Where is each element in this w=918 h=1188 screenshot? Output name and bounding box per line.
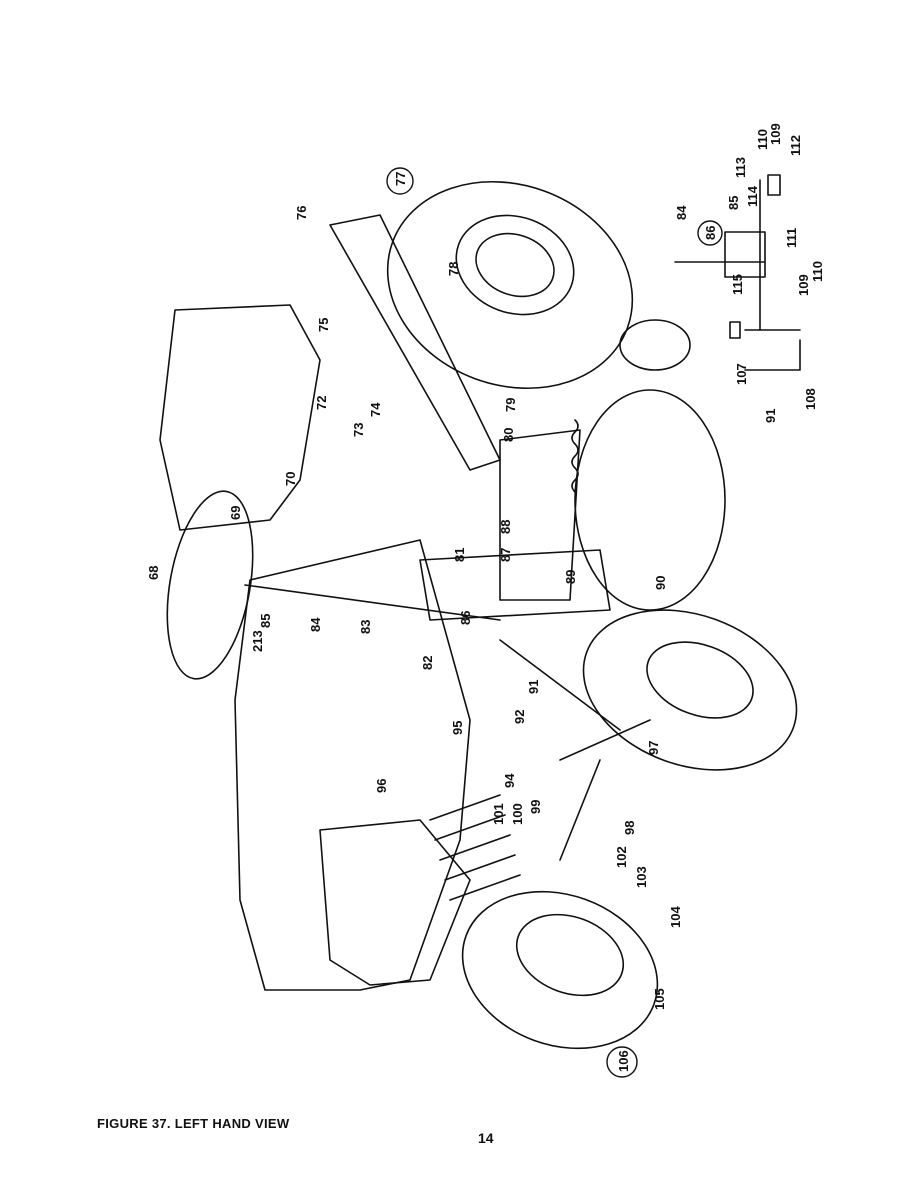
callout-96: 96: [374, 779, 389, 793]
callout-106: 106: [616, 1050, 631, 1072]
callout-84: 84: [308, 617, 323, 632]
circle-86: [697, 220, 723, 246]
exhaust-grille: [499, 429, 581, 601]
page-number: 14: [478, 1130, 494, 1146]
spring: [571, 419, 579, 493]
rear-wheel-upper: [386, 180, 634, 390]
callout-68: 68: [146, 566, 161, 580]
callout-105: 105: [652, 988, 667, 1010]
circle-77: [386, 167, 414, 195]
grille-slots: [429, 794, 521, 901]
inset-callout-84: 84: [674, 205, 689, 220]
tie-rod: [559, 759, 601, 861]
inset-callout-108: 108: [803, 388, 818, 410]
grille: [319, 819, 471, 986]
callout-94: 94: [502, 773, 517, 788]
inset-assembly: [674, 174, 801, 371]
inset-callout-114: 114: [745, 185, 760, 207]
drag-link: [499, 639, 621, 731]
callout-76: 76: [294, 206, 309, 220]
inset-callout-115: 115: [730, 274, 745, 295]
callout-101: 101: [491, 803, 506, 825]
callout-89: 89: [563, 570, 578, 584]
callout-99: 99: [528, 800, 543, 814]
callout-86: 86: [458, 611, 473, 625]
callout-75: 75: [316, 318, 331, 332]
inset-callout-labels: 84 85 86 91 107 108 109 110 111 112 113 …: [674, 123, 825, 423]
callout-92: 92: [512, 710, 527, 724]
frame-rail: [419, 549, 611, 621]
callout-88: 88: [498, 520, 513, 534]
front-axle: [559, 719, 651, 761]
steering-shaft: [244, 584, 501, 621]
inset-callout-109: 109: [768, 123, 783, 145]
callout-69: 69: [228, 506, 243, 520]
callout-90: 90: [653, 576, 668, 590]
callout-213: 213: [250, 630, 265, 652]
front-wheel-right: [582, 609, 798, 771]
callout-85: 85: [258, 614, 273, 628]
steering-wheel: [166, 490, 254, 680]
callout-104: 104: [668, 906, 683, 928]
callout-95: 95: [450, 721, 465, 735]
inset-callout-111: 111: [784, 228, 799, 248]
callout-97: 97: [646, 741, 661, 755]
callout-87: 87: [498, 548, 513, 562]
callout-103: 103: [634, 866, 649, 888]
callout-77: 77: [393, 172, 408, 186]
seat: [159, 304, 321, 531]
callout-79: 79: [503, 398, 518, 412]
callout-74: 74: [368, 402, 383, 417]
inset-callout-107: 107: [734, 363, 749, 385]
callout-72: 72: [314, 396, 329, 410]
inset-callout-85: 85: [726, 196, 741, 210]
inset-callout-91: 91: [763, 409, 778, 423]
callout-labels: 68 69 70 72 73 74 75 76 77 78 79 80 81 8…: [146, 172, 683, 1072]
callout-80: 80: [501, 428, 516, 442]
mower-deck: [574, 389, 726, 611]
inset-callout-110b: 110: [810, 261, 825, 282]
callout-83: 83: [358, 620, 373, 634]
inset-callout-110: 110: [755, 129, 770, 150]
callout-81: 81: [452, 548, 467, 562]
deck-pulley: [619, 319, 691, 371]
callout-circles: [386, 167, 723, 1078]
callout-102: 102: [614, 846, 629, 868]
callout-78: 78: [446, 262, 461, 276]
inset-callout-113: 113: [733, 157, 748, 178]
callout-73: 73: [351, 423, 366, 437]
callout-91: 91: [526, 680, 541, 694]
inset-callout-109b: 109: [796, 274, 811, 296]
figure-caption: FIGURE 37. LEFT HAND VIEW: [97, 1116, 290, 1131]
circle-106: [606, 1046, 638, 1078]
inset-callout-86: 86: [703, 226, 718, 240]
hood-body: [234, 539, 471, 991]
front-wheel-left: [461, 890, 659, 1050]
callout-82: 82: [420, 656, 435, 670]
callout-98: 98: [622, 821, 637, 835]
callout-70: 70: [283, 472, 298, 486]
callout-100: 100: [510, 803, 525, 825]
inset-callout-112: 112: [788, 135, 803, 156]
